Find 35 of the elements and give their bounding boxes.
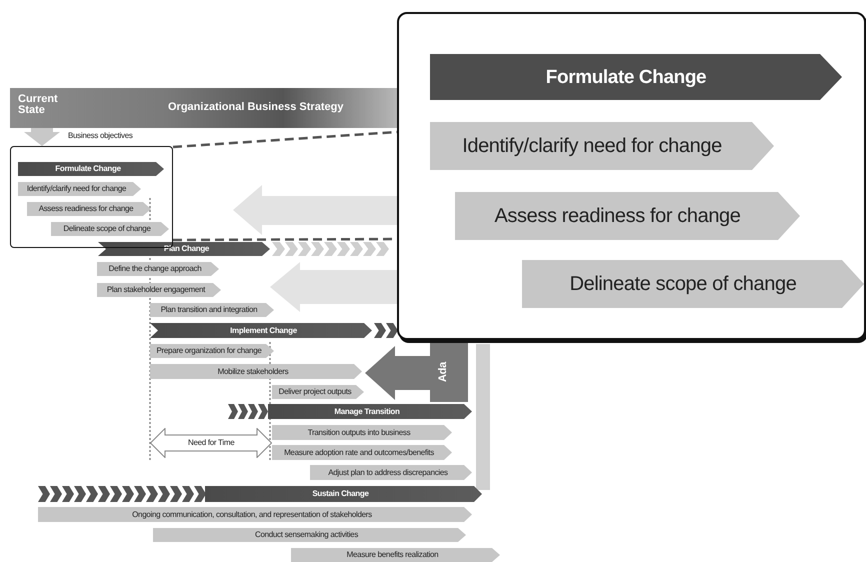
activity-banner: Measure adoption rate and outcomes/benefits	[272, 445, 452, 460]
activity-banner: Prepare organization for change	[150, 344, 274, 358]
band-label: Current State	[18, 94, 59, 116]
phase-banner: Formulate Change	[18, 162, 164, 176]
activity-banner: Delineate scope of change	[51, 222, 169, 236]
double-arrow-label: Need for Time	[188, 438, 234, 447]
feedback-label: Ada	[437, 362, 449, 382]
phase-banner: Formulate Change	[430, 54, 842, 100]
activity-banner: Plan transition and integration	[150, 303, 274, 317]
phase-banner: Manage Transition	[268, 404, 472, 419]
adapt-block	[365, 340, 468, 402]
activity-banner: Ongoing communication, consultation, and representation of stakeholders	[38, 507, 472, 522]
dashed-connector	[172, 130, 398, 148]
zoom-panel	[397, 12, 866, 340]
vertical-bar	[476, 344, 490, 490]
strategy-band	[10, 88, 400, 128]
phase-banner: Implement Change	[150, 323, 372, 338]
activity-banner: Assess readiness for change	[455, 192, 800, 240]
activity-banner: Measure benefits realization	[291, 548, 500, 562]
activity-banner: Deliver project outputs	[272, 385, 364, 399]
band-title: Organizational Business Strategy	[168, 102, 344, 113]
activity-banner: Mobilize stakeholders	[150, 364, 362, 379]
activity-banner: Assess readiness for change	[27, 202, 151, 216]
activity-banner: Adjust plan to address discrepancies	[310, 465, 472, 480]
activity-banner: Define the change approach	[97, 262, 219, 276]
activity-banner: Identify/clarify need for change	[18, 182, 141, 196]
activity-banner: Transition outputs into business	[272, 425, 452, 440]
activity-banner: Conduct sensemaking activities	[153, 528, 466, 542]
block-arrow	[24, 128, 60, 146]
double-arrow	[150, 428, 272, 458]
activity-banner: Identify/clarify need for change	[430, 122, 774, 170]
activity-banner: Delineate scope of change	[522, 260, 864, 308]
edge-label: Business objectives	[68, 131, 133, 140]
phase-banner: Sustain Change	[205, 486, 482, 502]
activity-banner: Plan stakeholder engagement	[97, 283, 221, 297]
